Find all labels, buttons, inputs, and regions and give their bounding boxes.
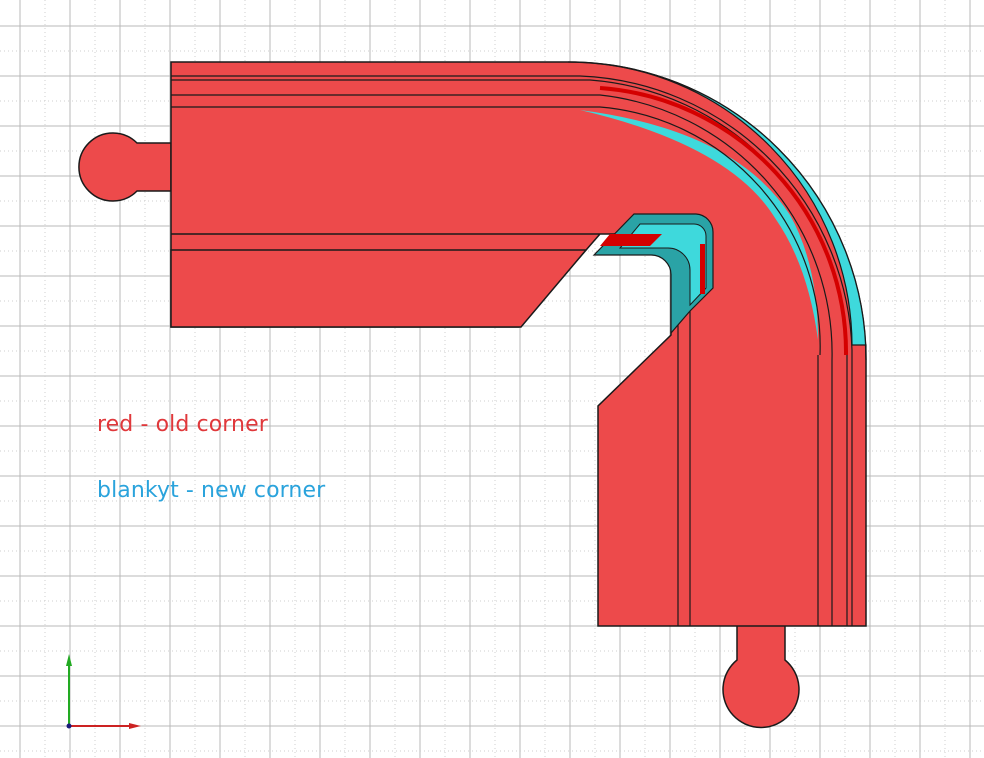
legend-old-corner: red - old corner [97,412,268,437]
xyz-axis-triad-icon [66,654,141,729]
legend-new-corner: blankyt - new corner [97,478,326,503]
old-corner-red-groove [599,86,849,356]
left-connector-knob [78,132,172,202]
old-corner-body [170,61,867,627]
bottom-connector-knob [722,624,800,729]
new-corner-outer-band [567,61,867,361]
inner-corner-notch [592,213,714,335]
old-corner-channel-lines [171,75,853,626]
